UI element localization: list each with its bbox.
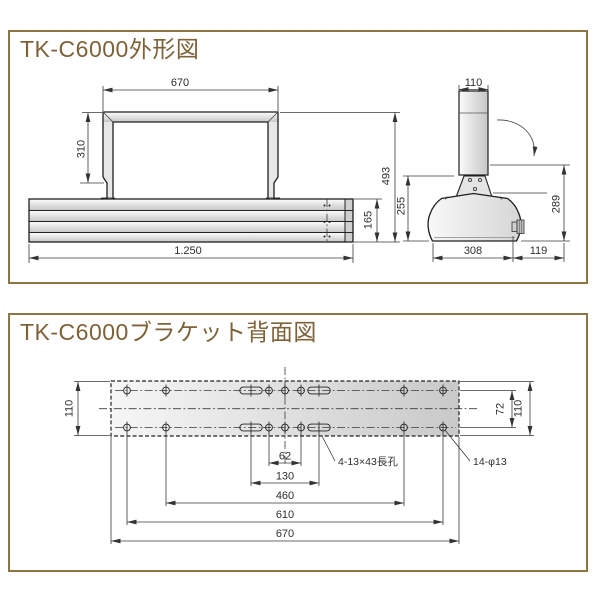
extension-lines [110, 433, 460, 544]
speaker-bar [28, 198, 354, 243]
dim-front-165: 165 [363, 211, 375, 229]
pivot-mount [454, 175, 494, 201]
dim-side-255: 255 [396, 197, 408, 215]
bracket-panel: TK-C6000ブラケット背面図 [8, 313, 588, 572]
hole-callout-leader [444, 429, 471, 462]
dim-side-289: 289 [551, 195, 563, 213]
dim-bracket-110-right: 110 [513, 400, 525, 418]
horn-body [427, 192, 522, 242]
dim-bracket-62: 62 [279, 451, 291, 463]
dim-front-493: 493 [381, 167, 393, 185]
dim-side-119: 119 [530, 245, 548, 257]
dim-bracket-460: 460 [276, 490, 294, 502]
holes-top-row [123, 384, 447, 397]
bracket-title: TK-C6000ブラケット背面図 [20, 319, 317, 345]
slot-callout-leader [321, 435, 336, 462]
side-view: 110 255 289 308 119 [396, 77, 570, 262]
dim-side-308: 308 [464, 245, 482, 257]
outline-drawing: 670 310 1.250 165 493 [28, 77, 570, 263]
dim-side-110: 110 [465, 77, 483, 89]
dim-bracket-610: 610 [276, 509, 294, 521]
dim-bracket-72: 72 [495, 403, 507, 415]
mounting-post [458, 90, 489, 176]
dim-front-310: 310 [76, 140, 88, 158]
mounting-frame [101, 111, 280, 199]
slot-callout: 4-13×43長孔 [338, 455, 398, 468]
bolt-dots [323, 204, 331, 238]
cable-gland [511, 219, 525, 234]
outline-title: TK-C6000外形図 [20, 36, 200, 62]
dim-bracket-110-left: 110 [64, 400, 76, 418]
dim-bracket-670: 670 [276, 528, 294, 540]
hole-callout: 14-φ13 [473, 456, 507, 468]
bracket-view: 62 130 460 610 670 110 72 [64, 367, 534, 544]
bracket-drawing: 62 130 460 610 670 110 72 [64, 367, 534, 544]
tilt-arrow-icon [496, 119, 538, 157]
dim-front-1250: 1.250 [174, 245, 202, 257]
holes-bottom-row [123, 421, 447, 434]
dim-bracket-130: 130 [276, 471, 294, 483]
outline-panel: TK-C6000外形図 [8, 30, 588, 284]
front-view: 670 310 1.250 165 493 [28, 77, 400, 263]
dim-front-670: 670 [171, 77, 189, 89]
